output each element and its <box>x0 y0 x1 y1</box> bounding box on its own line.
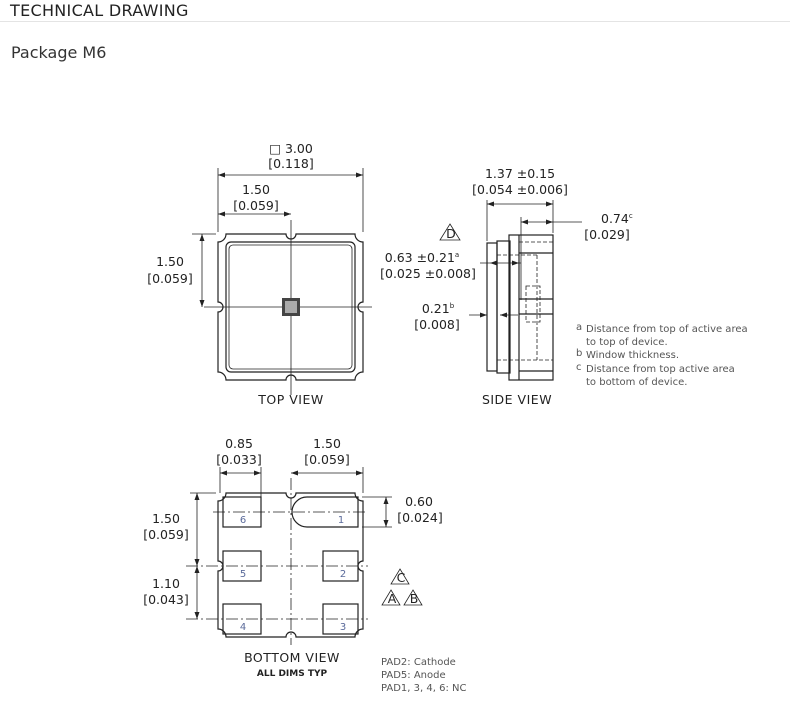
top-view-label: TOP VIEW <box>257 392 323 407</box>
bottom-view-label: BOTTOM VIEW <box>244 650 340 665</box>
triangle-icon <box>439 223 461 241</box>
dim-half-height-in: [0.059] <box>143 527 189 542</box>
footnote-a: Distance from top of active area <box>586 324 748 335</box>
dim-half-height: 1.50 <box>152 511 180 526</box>
marker-b: B <box>410 591 419 606</box>
dim-b-in: [0.008] <box>414 317 460 332</box>
footnote-c-mark: c <box>576 362 582 373</box>
dim-arrows <box>480 312 487 318</box>
dim-a-in: [0.025 ±0.008] <box>380 266 476 281</box>
bottom-view: 6 1 5 2 4 3 0.85 [0.033] 1.50 [0.059] 0.… <box>143 436 466 694</box>
side-body-2 <box>508 234 554 381</box>
marker-d: D <box>446 226 456 241</box>
footnote-a-mark: a <box>576 322 582 333</box>
triangle-icon <box>390 568 410 585</box>
marker-d-triangle: D <box>439 223 461 241</box>
pad-label-3: 3 <box>340 622 346 633</box>
dim-thickness-in: [0.054 ±0.006] <box>472 182 568 197</box>
dim-width-in: [0.118] <box>268 156 314 171</box>
marker-triangles: C A B <box>381 568 423 606</box>
page-title: TECHNICAL DRAWING <box>10 1 189 20</box>
pad-note-anode: PAD5: Anode <box>381 670 446 681</box>
side-view: 1.37 ±0.15 [0.054 ±0.006] 0.74c [0.029] … <box>380 166 748 407</box>
dim-thickness: 1.37 ±0.15 <box>485 166 555 181</box>
pad-label-2: 2 <box>340 569 346 580</box>
marker-a: A <box>388 591 397 606</box>
footnotes: a Distance from top of active area to to… <box>576 322 748 388</box>
dim-pad-width-in: [0.033] <box>216 452 262 467</box>
dim-a-sup: a <box>455 251 459 259</box>
dim-a-group: 0.63 ±0.21a <box>385 250 459 265</box>
dim-height: 1.50 <box>156 254 184 269</box>
pad-label-5: 5 <box>240 569 246 580</box>
active-area-chip-inner <box>285 301 297 313</box>
dim-b: 0.21 <box>422 301 450 316</box>
dim-pad-height-in: [0.024] <box>397 510 443 525</box>
dim-arrows <box>500 312 507 318</box>
side-hidden-die <box>525 285 541 323</box>
dim-c-group: 0.74c <box>601 211 633 226</box>
dim-arrows <box>383 497 389 527</box>
dim-c: 0.74 <box>601 211 629 226</box>
dim-c-in: [0.029] <box>584 227 630 242</box>
pad-label-1: 1 <box>338 515 344 526</box>
dim-pad-width: 0.85 <box>225 436 253 451</box>
footnote-b-mark: b <box>576 348 582 359</box>
dim-b-group: 0.21b <box>422 301 455 316</box>
footnote-c-2: to bottom of device. <box>586 377 687 388</box>
dim-half-in: [0.059] <box>233 198 279 213</box>
side-view-label: SIDE VIEW <box>482 392 552 407</box>
dim-c-sup: c <box>629 212 633 220</box>
dim-a: 0.63 ±0.21 <box>385 250 455 265</box>
marker-c: C <box>397 570 406 585</box>
title-divider <box>0 21 790 22</box>
pad-label-6: 6 <box>240 515 246 526</box>
dim-arrows <box>487 201 553 207</box>
dim-half: 1.50 <box>242 182 270 197</box>
top-view: □ 3.00 [0.118] 1.50 [0.059] 1.50 [0.059]… <box>147 141 372 407</box>
dim-b-sup: b <box>450 302 455 310</box>
package-subtitle: Package M6 <box>11 43 107 62</box>
pad-1 <box>291 496 359 528</box>
dim-pitch: 1.10 <box>152 576 180 591</box>
dim-height-in: [0.059] <box>147 271 193 286</box>
triangle-icon <box>381 589 401 606</box>
footnote-a-2: to top of device. <box>586 337 668 348</box>
pad-note-nc: PAD1, 3, 4, 6: NC <box>381 683 466 694</box>
top-view-outline <box>217 233 364 381</box>
dim-half-width-in: [0.059] <box>304 452 350 467</box>
dim-arrows <box>521 219 553 225</box>
all-dims-typ-label: ALL DIMS TYP <box>257 669 328 679</box>
dim-pad-height: 0.60 <box>405 494 433 509</box>
dim-half-width: 1.50 <box>313 436 341 451</box>
pad-label-4: 4 <box>240 622 246 633</box>
pad-note-cathode: PAD2: Cathode <box>381 657 456 668</box>
dim-pitch-in: [0.043] <box>143 592 189 607</box>
triangle-icon <box>403 589 423 606</box>
dim-width: □ 3.00 <box>269 141 313 156</box>
side-body-1 <box>496 240 511 374</box>
footnote-b: Window thickness. <box>586 350 679 361</box>
footnote-c: Distance from top active area <box>586 364 735 375</box>
dim-arrows <box>490 260 519 266</box>
